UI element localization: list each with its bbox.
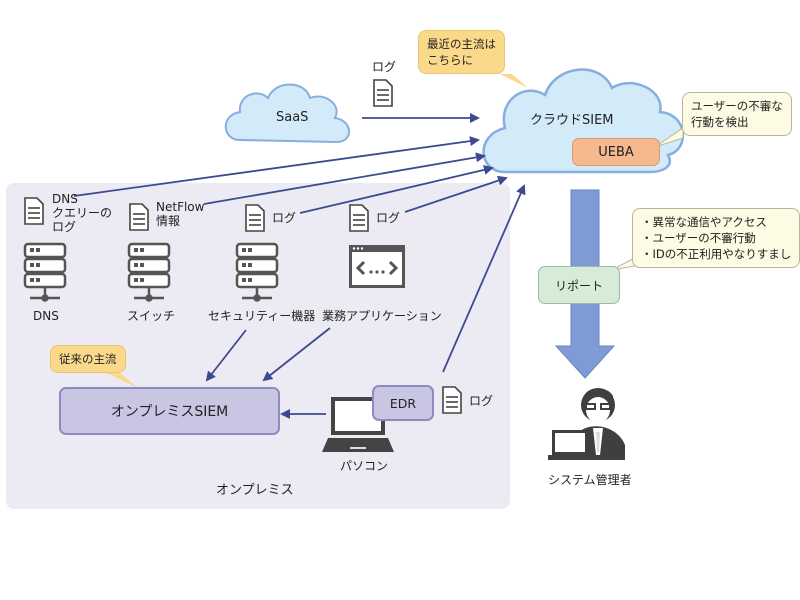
ueba-note-callout: ユーザーの不審な 行動を検出: [682, 92, 792, 136]
cloud-siem-label: クラウドSIEM: [530, 113, 614, 128]
document-icon: [349, 204, 369, 232]
report-items-callout: ・異常な通信やアクセス ・ユーザーの不審行動 ・IDの不正利用やなりすまし: [632, 208, 800, 268]
document-icon: [129, 203, 149, 231]
label-line: クエリーの: [52, 206, 113, 220]
callout-line: ユーザーの不審な: [691, 99, 783, 113]
callout-line: 最近の主流は: [427, 37, 496, 51]
app-log-label: ログ: [376, 211, 401, 225]
edr-label: EDR: [389, 395, 417, 411]
recent-callout-tail: [500, 74, 528, 88]
security-device-icon: [235, 242, 279, 302]
traditional-callout-tail: [100, 370, 138, 388]
report-item: ・ユーザーの不審行動: [641, 231, 756, 245]
switch-server-icon: [127, 242, 171, 302]
admin-person-icon: [548, 388, 625, 460]
edr-box: EDR: [372, 385, 434, 421]
document-icon: [442, 386, 462, 414]
pc-label: パソコン: [340, 459, 389, 473]
callout-line: こちらに: [427, 53, 473, 67]
document-icon: [24, 197, 44, 225]
report-item: ・異常な通信やアクセス: [641, 215, 767, 229]
pc-log-label: ログ: [469, 394, 494, 408]
onpremise-zone-label: オンプレミス: [216, 483, 294, 498]
ueba-box: UEBA: [572, 138, 660, 166]
callout-line: 行動を検出: [691, 115, 749, 129]
saas-cloud-shape: [224, 83, 350, 144]
dns-server-icon: [23, 242, 67, 302]
label-line: DNS: [52, 192, 78, 206]
saas-log-label: ログ: [372, 60, 397, 74]
server-leds: [30, 248, 252, 282]
security-device-label: セキュリティー機器: [208, 309, 316, 323]
arrow-app-to-onprem-siem: [262, 327, 331, 382]
document-icon: [245, 204, 265, 232]
ueba-label: UEBA: [598, 144, 634, 160]
label-line: NetFlow: [156, 200, 205, 214]
netflow-label: NetFlow 情報: [156, 200, 204, 228]
report-label: リポート: [554, 278, 603, 293]
business-app-icon: [349, 245, 405, 288]
recent-mainstream-callout: 最近の主流は こちらに: [418, 30, 505, 74]
arrow-dns-to-cloud: [73, 136, 480, 197]
business-app-label: 業務アプリケーション: [322, 309, 442, 323]
arrow-netflow-to-cloud: [203, 152, 486, 205]
arrow-security-to-cloud: [299, 164, 494, 214]
report-item: ・IDの不正利用やなりすまし: [641, 247, 792, 261]
saas-label: SaaS: [276, 110, 309, 125]
onprem-siem-label: オンプレミスSIEM: [110, 404, 229, 420]
dns-device-label: DNS: [33, 309, 59, 323]
traditional-mainstream-callout: 従来の主流: [50, 345, 126, 373]
label-line: 情報: [156, 214, 181, 228]
arrow-security-to-onprem-siem: [205, 329, 247, 382]
arrow-app-to-cloud: [404, 175, 508, 213]
arrow-pc-to-cloud: [442, 184, 526, 373]
security-log-label: ログ: [272, 211, 297, 225]
switch-device-label: スイッチ: [127, 309, 176, 323]
document-icon: [373, 79, 393, 107]
onprem-siem-box: オンプレミスSIEM: [59, 387, 280, 435]
admin-label: システム管理者: [548, 473, 632, 487]
label-line: ログ: [52, 220, 77, 234]
report-box: リポート: [538, 266, 620, 304]
callout-line: 従来の主流: [59, 352, 117, 366]
dns-log-label: DNS クエリーの ログ: [52, 192, 112, 234]
